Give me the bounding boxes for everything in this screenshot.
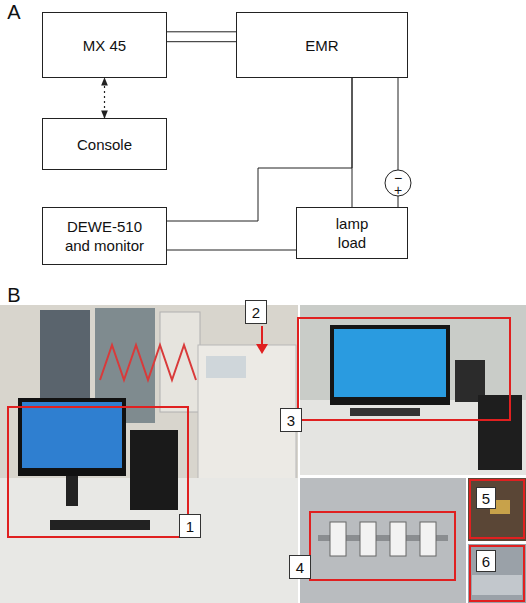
recorder-box: DEWE-510 and monitor <box>42 207 167 265</box>
wire <box>167 250 296 251</box>
callout-number: 6 <box>476 550 496 572</box>
keyboard <box>50 520 150 530</box>
highlight-box <box>470 546 524 601</box>
controller-box: MX 45 <box>42 12 167 78</box>
monitor <box>18 398 126 476</box>
photo-background <box>0 305 298 603</box>
console-box: Console <box>42 118 167 170</box>
callout-number: 4 <box>289 555 311 579</box>
link-arrow <box>104 78 105 118</box>
wire <box>167 31 236 32</box>
wire <box>167 78 352 221</box>
photo-background <box>300 305 526 475</box>
test-leads <box>100 345 196 380</box>
monitor-stand <box>66 476 78 506</box>
breaker <box>420 522 436 556</box>
callout-number: 1 <box>179 514 201 538</box>
wire <box>352 78 353 207</box>
contact-part <box>472 575 522 595</box>
polarity-sign: + <box>390 183 406 197</box>
device-panel <box>206 356 246 378</box>
breaker <box>330 522 346 556</box>
relay-box: EMR <box>236 12 408 78</box>
node-label: MX 45 <box>83 36 126 55</box>
monitor-screen <box>334 329 446 397</box>
photo-background <box>468 544 526 603</box>
dc-source-symbol <box>385 170 411 196</box>
node-label: DEWE-510 and monitor <box>55 217 155 255</box>
highlight-box <box>310 512 455 580</box>
node-label: lamp load <box>327 214 377 252</box>
monitor <box>330 325 450 405</box>
wire <box>167 41 236 42</box>
pc-tower <box>130 430 178 510</box>
pointer-arrowhead <box>256 344 268 354</box>
callout-number: 5 <box>476 487 496 509</box>
callout-number: 2 <box>245 300 267 324</box>
photo-background <box>300 478 466 603</box>
chair <box>478 395 522 470</box>
keyboard <box>350 408 420 416</box>
highlight-box <box>470 480 524 538</box>
panel-label: B <box>4 283 24 307</box>
highlight-box <box>298 318 510 420</box>
breaker <box>390 522 406 556</box>
pointer-arrow <box>261 326 263 346</box>
load-box: lamp load <box>296 207 408 259</box>
monitor-screen <box>22 402 122 468</box>
panel-label: A <box>4 0 24 24</box>
wire <box>398 78 399 207</box>
node-label: EMR <box>305 36 338 55</box>
breaker <box>360 522 376 556</box>
photo-background <box>468 478 526 541</box>
callout-number: 3 <box>280 408 302 432</box>
node-label: Console <box>77 135 132 154</box>
highlight-box <box>8 407 188 537</box>
